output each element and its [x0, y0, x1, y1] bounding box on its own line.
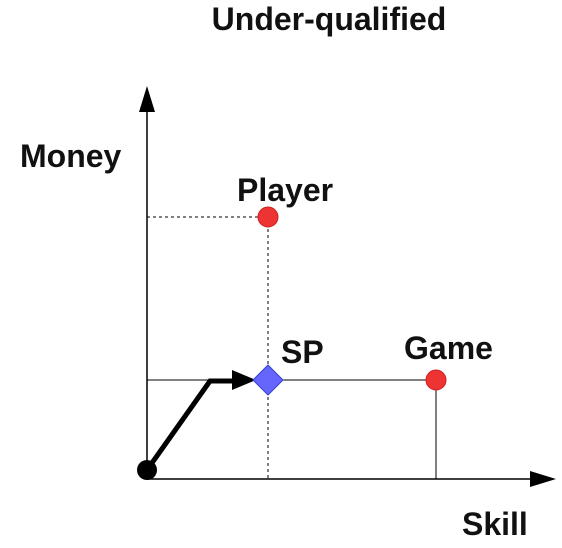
- sp-label: SP: [281, 334, 324, 370]
- x-axis-label: Skill: [462, 506, 528, 542]
- game-label: Game: [404, 330, 493, 366]
- x-axis-arrowhead: [530, 471, 556, 487]
- progress-path: [144, 378, 238, 472]
- progress-arrowhead: [232, 370, 256, 390]
- game-point: [425, 369, 447, 391]
- y-axis-label: Money: [20, 138, 122, 174]
- player-label: Player: [237, 172, 333, 208]
- sp-point: [252, 364, 284, 396]
- y-axis-arrowhead: [139, 86, 155, 112]
- diagram-title: Under-qualified: [212, 1, 447, 37]
- player-point: [257, 206, 279, 228]
